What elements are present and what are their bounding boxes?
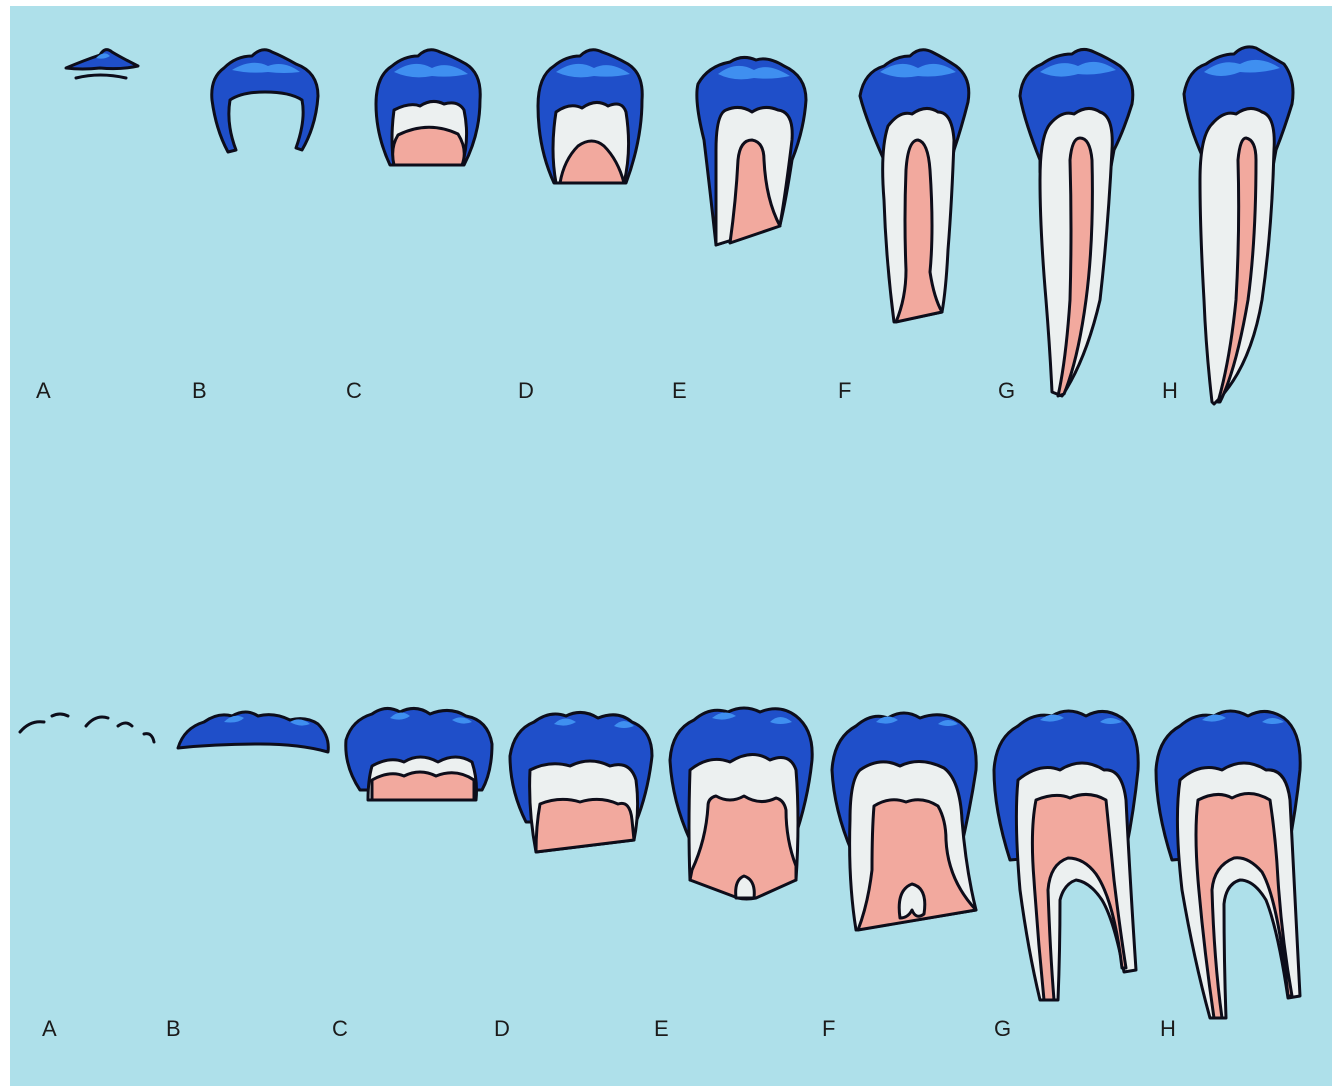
top-stage-f-label: F xyxy=(838,378,851,403)
bottom-stage-f-label: F xyxy=(822,1016,835,1041)
bottom-stage-e-label: E xyxy=(654,1016,669,1041)
bottom-stage-c-drawing xyxy=(346,708,492,800)
top-stage-g-label: G xyxy=(998,378,1015,403)
top-stage-c-label: C xyxy=(346,378,362,403)
bottom-stage-c-label: C xyxy=(332,1016,348,1041)
bottom-stage-d-label: D xyxy=(494,1016,510,1041)
top-stage-e-label: E xyxy=(672,378,687,403)
bottom-stage-h-label: H xyxy=(1160,1016,1176,1041)
top-stage-a-label: A xyxy=(36,378,51,403)
top-stage-d-drawing xyxy=(538,50,642,183)
top-stage-c-drawing xyxy=(376,50,480,165)
bottom-stage-d-drawing xyxy=(510,712,652,852)
bottom-stage-b-label: B xyxy=(166,1016,181,1041)
top-stage-h-label: H xyxy=(1162,378,1178,403)
top-stage-d-label: D xyxy=(518,378,534,403)
top-stage-b-label: B xyxy=(192,378,207,403)
bottom-stage-f-drawing xyxy=(832,713,976,930)
bottom-stage-e-drawing xyxy=(670,708,812,899)
bottom-stage-g-label: G xyxy=(994,1016,1011,1041)
bottom-stage-a-label: A xyxy=(42,1016,57,1041)
